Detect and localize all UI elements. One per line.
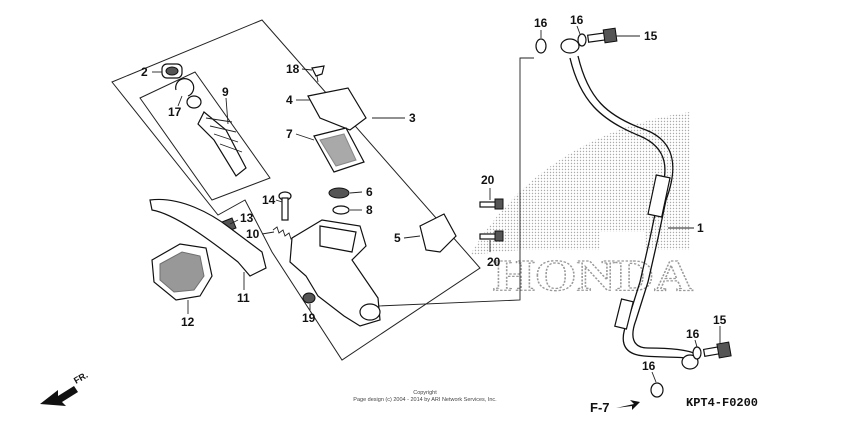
honda-watermark-text: HONDA xyxy=(493,251,693,300)
callout-20-upper: 20 xyxy=(481,173,495,187)
front-direction-indicator: FR. xyxy=(40,370,90,406)
callout-15-upper: 15 xyxy=(644,29,658,43)
hose-clamp-bolt-lower-part xyxy=(479,230,504,242)
master-cylinder-holder-part xyxy=(419,213,457,253)
reservoir-cap-part xyxy=(307,87,367,131)
boot-circlip-part xyxy=(332,205,350,215)
master-cylinder-group-frame xyxy=(111,19,481,361)
callout-8: 8 xyxy=(366,203,373,217)
reservoir-screw-part xyxy=(311,65,325,83)
callout-18: 18 xyxy=(286,62,300,76)
callout-16-upper-left: 16 xyxy=(534,16,548,30)
copyright-line-1: Copyright xyxy=(413,390,437,396)
callout-11: 11 xyxy=(237,291,250,305)
brake-hose-part xyxy=(560,38,699,370)
circlip-part xyxy=(175,78,195,97)
master-cylinder-body xyxy=(289,219,381,327)
callout-9: 9 xyxy=(222,85,229,99)
sealing-washer-part xyxy=(650,382,664,398)
oil-bolt-upper-part xyxy=(586,27,618,44)
piston-kit-frame xyxy=(139,71,271,201)
sealing-washer-part xyxy=(535,38,547,54)
callout-1: 1 xyxy=(697,221,704,235)
piston-cap-part xyxy=(161,63,183,79)
callout-16-upper-right: 16 xyxy=(570,13,584,27)
figure-reference: F-7 xyxy=(590,400,640,415)
honda-watermark: HONDA xyxy=(470,112,694,301)
callout-10: 10 xyxy=(246,227,260,241)
callout-2: 2 xyxy=(141,65,148,79)
lever-spring-part xyxy=(272,226,296,240)
callout-5: 5 xyxy=(394,231,401,245)
copyright-line-2: Page design (c) 2004 - 2014 by ARI Netwo… xyxy=(353,397,497,403)
copyright-notice: Copyright Page design (c) 2004 - 2014 by… xyxy=(353,390,497,403)
callout-13: 13 xyxy=(240,211,254,225)
bleeder-screw-part xyxy=(302,292,316,304)
leader-lines xyxy=(152,25,721,383)
diagram-code: KPT4-F0200 xyxy=(686,396,758,410)
figure-reference-label: F-7 xyxy=(590,400,610,415)
callout-12: 12 xyxy=(181,315,195,329)
float-part xyxy=(328,187,350,199)
callout-17: 17 xyxy=(168,105,182,119)
hose-routing-line xyxy=(377,57,534,307)
brake-lever-part xyxy=(149,198,267,277)
hose-clamp-bolt-upper-part xyxy=(479,198,504,210)
callout-3: 3 xyxy=(409,111,416,125)
callout-15-lower: 15 xyxy=(713,313,727,327)
front-direction-label: FR. xyxy=(72,370,90,386)
callout-16-lower-right: 16 xyxy=(686,327,700,341)
callout-19: 19 xyxy=(302,311,316,325)
diaphragm-part xyxy=(313,127,365,173)
sealing-washer-part xyxy=(577,33,587,47)
arrow-right-icon xyxy=(616,400,640,410)
callout-16-lower-left: 16 xyxy=(642,359,656,373)
callout-6: 6 xyxy=(366,185,373,199)
front-arrow-icon xyxy=(40,386,78,406)
callout-4: 4 xyxy=(286,93,293,107)
piston-set-part xyxy=(186,95,247,177)
lever-pivot-bolt-part xyxy=(278,191,292,221)
oil-bolt-lower-part xyxy=(702,341,732,359)
callout-20-lower: 20 xyxy=(487,255,501,269)
callout-labels: 1 2 3 4 5 6 7 8 9 10 11 12 13 14 15 15 1… xyxy=(141,13,727,373)
callout-14: 14 xyxy=(262,193,276,207)
callout-7: 7 xyxy=(286,127,293,141)
honda-wing-logo xyxy=(470,112,690,255)
sealing-washer-part xyxy=(692,346,702,360)
switch-housing-part xyxy=(151,243,213,301)
